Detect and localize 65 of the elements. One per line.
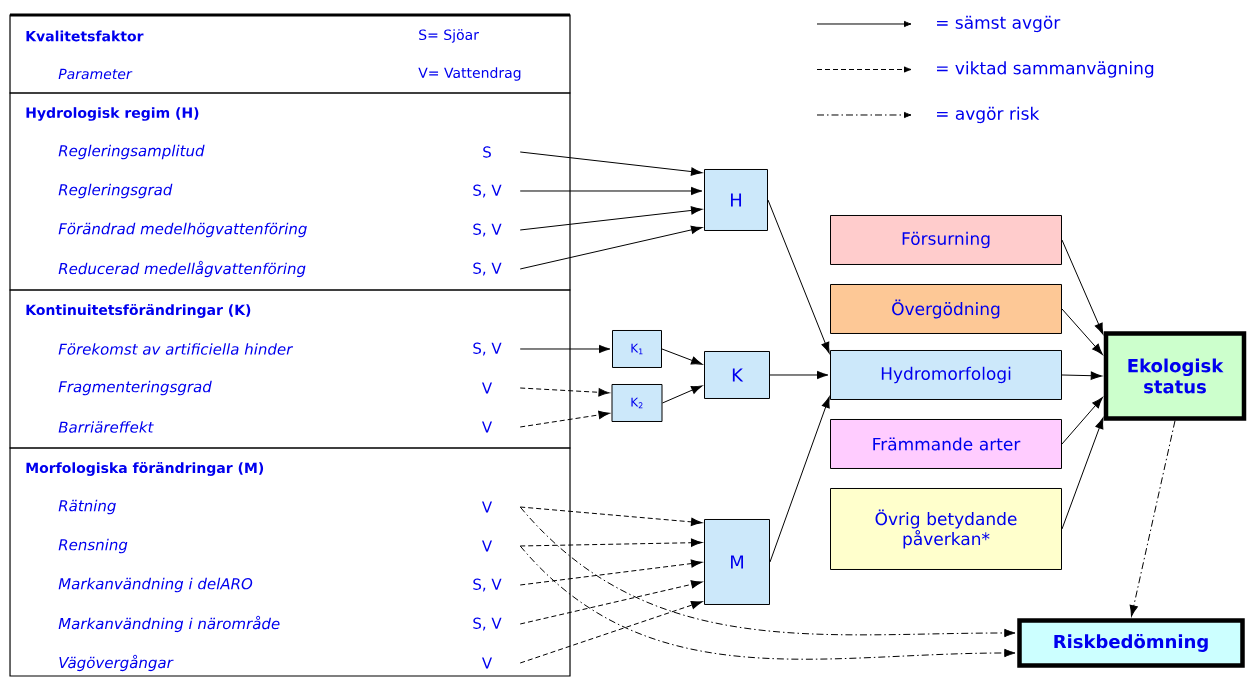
arrow <box>661 348 703 365</box>
arrow <box>519 545 1016 660</box>
legend-text: = sämst avgör <box>937 15 1061 33</box>
arrow <box>519 601 703 664</box>
water-type-code: S, V <box>473 184 502 198</box>
arrow <box>1129 420 1176 617</box>
category-box: Försurning <box>830 215 1062 265</box>
water-type-code: S, V <box>473 342 502 356</box>
legend-text: = viktad sammanvägning <box>937 61 1154 78</box>
arrow <box>519 506 703 527</box>
parameter-name: Reducerad medellågvattenföring <box>58 260 306 278</box>
arrow <box>519 538 703 547</box>
factor-box: H <box>704 169 768 231</box>
parameter-name: Regleringsgrad <box>58 183 173 199</box>
parameter-name: Rensning <box>58 538 128 554</box>
water-type-code: V <box>482 540 492 552</box>
water-type-code: S, V <box>473 617 502 631</box>
water-type-code: S, V <box>473 262 502 276</box>
parameter-name: Förändrad medelhögvattenföring <box>58 222 307 238</box>
arrow <box>519 506 1016 638</box>
arrow <box>519 410 610 428</box>
arrow <box>767 199 830 354</box>
arrow <box>769 396 830 563</box>
parameter-name: Förekomst av artificiella hinder <box>58 343 294 355</box>
arrow <box>769 370 829 380</box>
arrow <box>519 580 703 625</box>
parameter-name: Rätning <box>58 499 116 515</box>
arrow <box>519 559 703 586</box>
category-box: Hydromorfologi <box>830 350 1062 400</box>
factor-box: K <box>704 351 770 399</box>
arrow <box>1061 417 1104 530</box>
arrow <box>519 344 611 354</box>
arrow <box>519 225 703 270</box>
water-type-code: V <box>482 501 492 513</box>
water-type-code: S <box>483 146 491 158</box>
arrow <box>1061 397 1103 445</box>
water-type-code: V <box>482 657 492 669</box>
status-box: Ekologisk status <box>1103 331 1247 421</box>
arrow <box>519 186 703 196</box>
arrow <box>1061 371 1103 380</box>
category-box: Främmande arter <box>830 419 1062 469</box>
factor-box: M <box>704 519 770 605</box>
parameter-name: Regleringsamplitud <box>58 144 205 160</box>
arrow <box>662 385 703 404</box>
water-type-code: V <box>482 382 492 394</box>
category-box: Övrig betydande påverkan* <box>830 488 1062 570</box>
water-type-code: S, V <box>473 223 502 237</box>
parameter-name: Markanvändning i delARO <box>58 577 253 593</box>
arrow <box>519 387 610 397</box>
arrow <box>519 151 703 176</box>
sub-factor-box: K$_{2}$ <box>611 384 663 422</box>
parameter-name: Fragmenteringsgrad <box>58 380 212 396</box>
parameter-name: Markanvändning i närområde <box>58 615 280 633</box>
table-header: Kvalitetsfaktor S= Sjöar Parameter V= Vattendrag <box>9 13 571 94</box>
legend-text: = avgör risk <box>937 106 1040 124</box>
water-type-code: V <box>482 421 492 433</box>
sub-factor-box: K$_{1}$ <box>612 330 662 368</box>
arrow <box>1061 308 1103 355</box>
arrow <box>519 206 703 231</box>
water-type-code: S, V <box>473 578 502 592</box>
arrow <box>1061 239 1104 335</box>
parameter-name: Vägövergångar <box>59 654 174 672</box>
parameter-name: Barriäreffekt <box>58 421 154 433</box>
category-box: Övergödning <box>830 284 1062 334</box>
risk-box: Riskbedömning <box>1017 618 1245 668</box>
